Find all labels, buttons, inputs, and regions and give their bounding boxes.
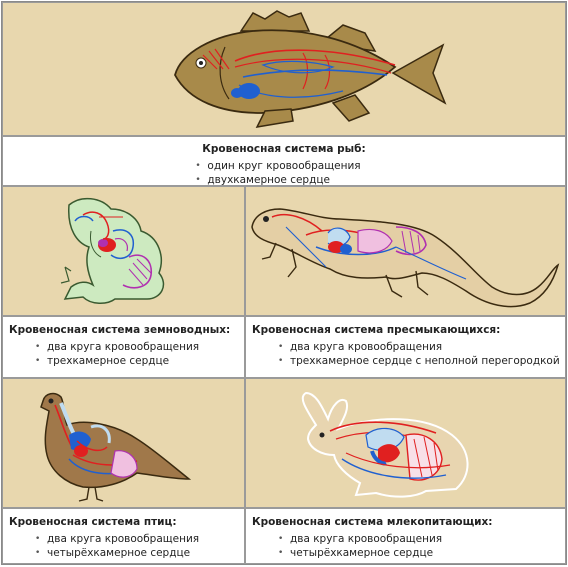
- bird-point-1: два круга кровообращения: [35, 532, 244, 546]
- fish-title: Кровеносная система рыб:: [202, 143, 366, 155]
- fish-illustration: [174, 10, 447, 128]
- reptile-points: два круга кровообращения трехкамерное се…: [252, 340, 565, 368]
- reptile-title: Кровеносная система пресмыкающихся:: [252, 324, 501, 336]
- mammal-point-2: четырёхкамерное сердце: [278, 546, 565, 560]
- amphibian-title: Кровеносная система земноводных:: [9, 324, 231, 336]
- fish-illustration-panel: [2, 2, 566, 136]
- amphibian-point-1: два круга кровообращения: [35, 340, 244, 354]
- bird-illustration: [40, 392, 192, 502]
- bird-point-2: четырёхкамерное сердце: [35, 546, 244, 560]
- bird-illustration-panel: [2, 378, 245, 508]
- fish-description: Кровеносная система рыб: один круг крово…: [2, 136, 566, 187]
- mammal-point-1: два круга кровообращения: [278, 532, 565, 546]
- rabbit-illustration: [301, 391, 469, 498]
- bird-title: Кровеносная система птиц:: [9, 516, 177, 528]
- bird-description: Кровеносная система птиц: два круга кров…: [2, 508, 245, 564]
- mammal-description: Кровеносная система млекопитающих: два к…: [245, 508, 566, 564]
- reptile-point-1: два круга кровообращения: [278, 340, 565, 354]
- amphibian-point-2: трехкамерное сердце: [35, 354, 244, 368]
- lizard-illustration: [251, 208, 560, 308]
- amphibian-description: Кровеносная система земноводных: два кру…: [2, 316, 245, 378]
- fish-point-2: двухкамерное сердце: [195, 173, 360, 187]
- mammal-title: Кровеносная система млекопитающих:: [252, 516, 493, 528]
- mammal-points: два круга кровообращения четырёхкамерное…: [252, 532, 565, 560]
- bird-points: два круга кровообращения четырёхкамерное…: [9, 532, 244, 560]
- reptile-description: Кровеносная система пресмыкающихся: два …: [245, 316, 566, 378]
- amphibian-illustration-panel: [2, 186, 245, 316]
- reptile-illustration-panel: [245, 186, 566, 316]
- fish-points: один круг кровообращения двухкамерное се…: [195, 159, 360, 187]
- mammal-illustration-panel: [245, 378, 566, 508]
- fish-point-1: один круг кровообращения: [195, 159, 360, 173]
- frog-illustration: [60, 197, 165, 304]
- reptile-point-2: трехкамерное сердце с неполной перегород…: [278, 354, 565, 368]
- amphibian-points: два круга кровообращения трехкамерное се…: [9, 340, 244, 368]
